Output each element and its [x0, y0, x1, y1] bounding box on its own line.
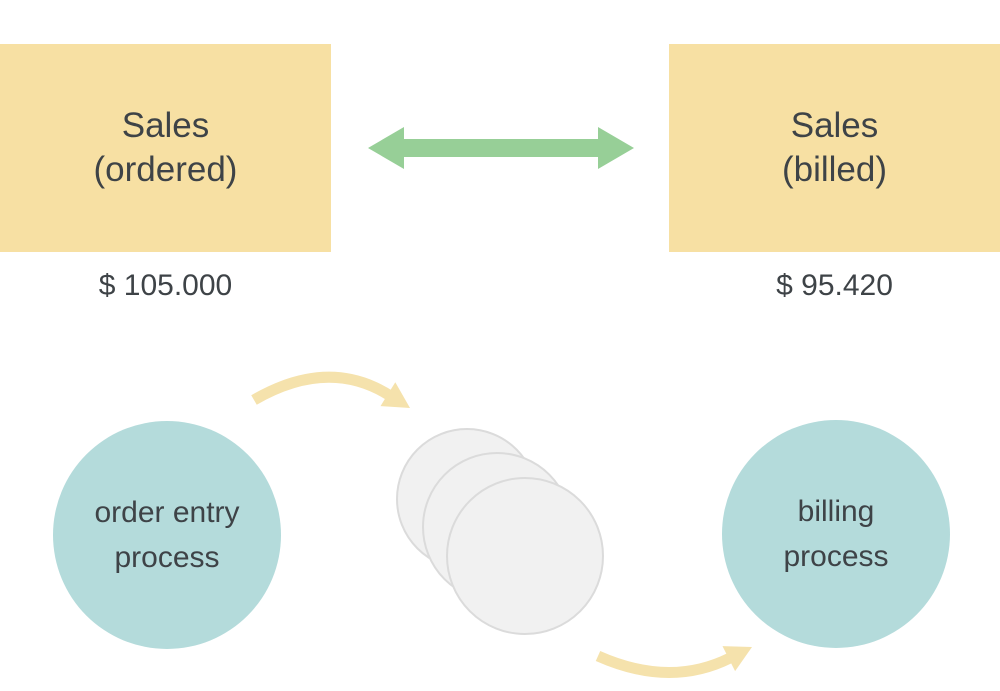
billing-label-line1: billing: [797, 495, 875, 528]
billing-process-circle: billing process: [722, 420, 950, 648]
order-entry-label-line1: order entry: [94, 496, 240, 529]
order-entry-process-circle: order entry process: [53, 421, 281, 649]
curved-arrow-top-head: [380, 382, 410, 408]
sales-billed-amount: $ 95.420: [776, 269, 893, 302]
order-entry-label-line2: process: [114, 541, 220, 574]
curved-arrow-bottom-icon: [595, 646, 752, 678]
double-arrow-icon: [368, 127, 634, 169]
curved-arrow-top-shaft: [251, 371, 396, 405]
curved-arrow-bottom-shaft: [595, 650, 733, 678]
sales-ordered-subtitle: (ordered): [93, 150, 238, 189]
curved-arrow-bottom-head: [722, 646, 752, 672]
stack-circle-front: [446, 477, 604, 635]
curved-arrow-top-icon: [251, 371, 410, 408]
double-arrow-shape: [368, 127, 634, 169]
sales-billed-title: Sales: [790, 106, 879, 145]
sales-ordered-title: Sales: [121, 106, 210, 145]
document-stack-icon: [396, 428, 604, 635]
sales-ordered-amount: $ 105.000: [98, 269, 233, 302]
sales-billed-box: Sales (billed): [669, 44, 1000, 252]
sales-billed-subtitle: (billed): [781, 150, 888, 189]
billing-label-line2: process: [783, 540, 889, 573]
sales-ordered-box: Sales (ordered): [0, 44, 331, 252]
